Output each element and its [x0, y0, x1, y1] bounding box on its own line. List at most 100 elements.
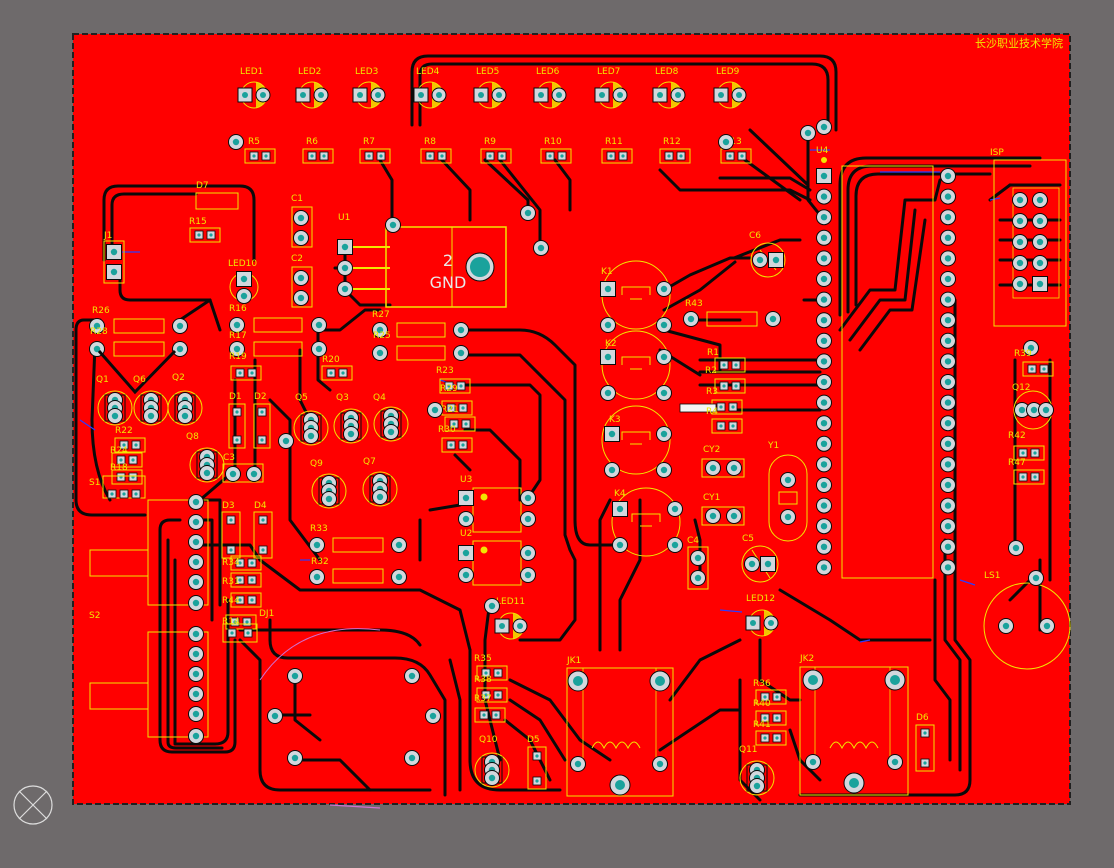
component-r20[interactable]: R20 — [322, 355, 352, 380]
component-q2[interactable]: Q2 — [168, 373, 202, 425]
component-ls1[interactable]: LS1 — [983, 540, 1071, 670]
component-led2[interactable]: LED2 — [295, 67, 329, 109]
component-q3[interactable]: Q3 — [334, 393, 368, 443]
component-k1[interactable]: K1 — [600, 260, 672, 333]
component-r32[interactable]: R32 — [309, 557, 407, 585]
component-jk1[interactable]: JK1 — [566, 656, 674, 797]
component-k2[interactable]: K2 — [600, 330, 672, 401]
component-u2[interactable]: U2 — [458, 529, 536, 586]
component-r44[interactable]: R44 — [222, 593, 261, 607]
component-r23[interactable]: R23 — [436, 366, 470, 393]
component-r33[interactable]: R33 — [309, 524, 407, 553]
component-q6[interactable]: Q6 — [133, 375, 168, 425]
component-r31[interactable]: R31 — [222, 573, 261, 587]
component-r30[interactable]: R30 — [438, 425, 472, 452]
component-c6[interactable]: C6 — [749, 231, 786, 278]
component-r24[interactable]: R24 — [110, 446, 142, 467]
component-r25[interactable]: R25 — [372, 331, 469, 361]
component-led6[interactable]: LED6 — [533, 67, 567, 109]
component-r27[interactable]: R27 — [372, 310, 469, 338]
component-r37[interactable]: R37 — [474, 694, 505, 722]
component-s2[interactable]: S2 — [89, 494, 209, 744]
component-q4[interactable]: Q4 — [373, 393, 408, 441]
component-c3[interactable]: C3 — [222, 453, 264, 483]
component-led7[interactable]: LED7 — [594, 67, 628, 109]
component-r6[interactable]: R6 — [303, 137, 333, 163]
component-q9[interactable]: Q9 — [310, 459, 346, 508]
component-r7[interactable]: R7 — [360, 137, 390, 163]
component-r38[interactable]: R38 — [474, 675, 507, 702]
component-r34[interactable]: R34 — [222, 556, 261, 570]
component-cy1[interactable]: CY1 — [701, 493, 745, 526]
component-d2[interactable]: D2 — [253, 392, 271, 449]
component-isp[interactable]: ISP — [990, 148, 1067, 327]
component-r14[interactable]: R14 — [222, 615, 256, 629]
component-led11[interactable]: LED11 — [494, 597, 528, 640]
component-r41[interactable]: R41 — [753, 720, 786, 745]
component-r19[interactable]: R19 — [229, 352, 261, 380]
component-d6[interactable]: D6 — [915, 713, 935, 772]
component-r12[interactable]: R12 — [660, 137, 690, 163]
component-r47[interactable]: R47 — [1008, 458, 1044, 484]
component-d7[interactable]: D7 — [195, 181, 239, 210]
component-r28[interactable]: R28 — [89, 327, 188, 357]
component-q5[interactable]: Q5 — [294, 393, 328, 445]
component-c5[interactable]: C5 — [741, 534, 779, 583]
component-r43[interactable]: R43 — [683, 299, 781, 327]
component-s1[interactable]: S1 — [89, 475, 146, 499]
component-u4[interactable]: U4 — [816, 146, 956, 579]
component-k4[interactable]: K4 — [611, 487, 683, 557]
component-q11[interactable]: Q11 — [739, 745, 774, 795]
component-r4[interactable]: R4 — [706, 407, 742, 433]
component-led5[interactable]: LED5 — [473, 67, 507, 109]
component-led4[interactable]: LED4 — [413, 67, 447, 109]
component-d1[interactable]: D1 — [228, 392, 246, 449]
component-u1[interactable]: U1 2 GND — [337, 213, 507, 308]
component-led3[interactable]: LED3 — [352, 67, 386, 109]
component-dj1[interactable]: DJ1 — [222, 609, 274, 643]
component-r29[interactable]: R29 — [440, 384, 472, 415]
component-c1[interactable]: C1 — [291, 194, 313, 248]
origin-marker-icon[interactable] — [13, 785, 53, 825]
component-led9[interactable]: LED9 — [713, 67, 747, 109]
component-r18[interactable]: R18 — [110, 463, 142, 484]
component-r1[interactable]: R1 — [707, 348, 745, 372]
component-j1[interactable]: J1 — [103, 231, 125, 284]
component-r26[interactable]: R26 — [89, 306, 188, 334]
component-r8[interactable]: R8 — [421, 137, 451, 163]
component-r15[interactable]: R15 — [189, 217, 220, 242]
component-r2[interactable]: R2 — [705, 366, 745, 393]
component-led12[interactable]: LED12 — [745, 594, 779, 637]
component-r5[interactable]: R5 — [245, 137, 275, 163]
component-c2[interactable]: C2 — [291, 254, 313, 308]
component-q8[interactable]: Q8 — [186, 432, 224, 482]
component-r10[interactable]: R10 — [541, 137, 571, 163]
component-q7[interactable]: Q7 — [363, 457, 397, 506]
component-c4[interactable]: C4 — [687, 536, 709, 590]
component-u3[interactable]: U3 — [458, 475, 536, 533]
component-r22[interactable]: R22 — [115, 426, 145, 452]
component-jk2[interactable]: JK2 — [799, 654, 909, 796]
component-r11[interactable]: R11 — [602, 137, 632, 163]
component-led8[interactable]: LED8 — [652, 67, 686, 109]
component-q12[interactable]: Q12 — [1012, 383, 1054, 430]
component-led10[interactable]: LED10 — [228, 259, 259, 304]
component-r39[interactable]: R39 — [1014, 340, 1053, 377]
component-r17[interactable]: R17 — [229, 331, 327, 357]
component-r40[interactable]: R40 — [753, 699, 786, 725]
component-q10[interactable]: Q10 — [475, 735, 509, 787]
component-d5[interactable]: D5 — [527, 735, 547, 790]
component-r36[interactable]: R36 — [753, 679, 786, 704]
component-r21[interactable]: R21 — [441, 405, 475, 431]
component-cy2[interactable]: CY2 — [701, 445, 745, 478]
component-r35[interactable]: R35 — [474, 654, 507, 680]
component-r3[interactable]: R3 — [679, 387, 742, 414]
component-r9[interactable]: R9 — [481, 137, 511, 163]
component-y1[interactable]: Y1 — [767, 441, 808, 542]
component-k3[interactable]: K3 — [601, 405, 672, 478]
component-led1[interactable]: LED1 — [237, 67, 271, 109]
component-r16[interactable]: R16 — [229, 304, 327, 333]
component-q1[interactable]: Q1 — [96, 375, 132, 425]
component-r42[interactable]: R42 — [1008, 431, 1044, 460]
